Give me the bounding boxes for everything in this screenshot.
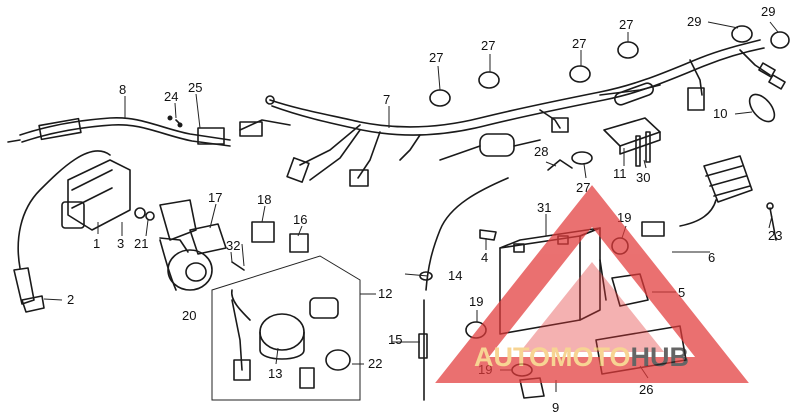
wire-harness xyxy=(239,39,786,187)
callout-2: 2 xyxy=(67,292,74,307)
callout-28: 28 xyxy=(534,144,548,159)
callout-21: 21 xyxy=(134,236,148,251)
callout-7: 7 xyxy=(383,92,390,107)
callout-22: 22 xyxy=(368,356,382,371)
callout-29-a: 29 xyxy=(687,14,701,29)
callout-23: 23 xyxy=(768,228,782,243)
callout-26: 26 xyxy=(639,382,653,397)
relays xyxy=(189,221,309,271)
fuse-box xyxy=(603,117,661,167)
callout-11: 11 xyxy=(613,166,627,181)
sub-harness xyxy=(7,115,231,147)
callout-17: 17 xyxy=(208,190,222,205)
callout-numbers: 8 24 25 7 1 2 3 21 17 18 16 32 20 12 13 … xyxy=(67,4,782,415)
harness-clamps xyxy=(429,25,790,171)
callout-3: 3 xyxy=(117,236,124,251)
callout-8: 8 xyxy=(119,82,126,97)
ignition-coil xyxy=(13,150,155,313)
callout-27-c: 27 xyxy=(572,36,586,51)
callout-29-b: 29 xyxy=(761,4,775,19)
callout-27-d: 27 xyxy=(619,17,633,32)
watermark-text-auto: AUTO xyxy=(474,342,550,372)
leader-lines xyxy=(43,21,779,392)
cable xyxy=(418,177,509,401)
callout-32: 32 xyxy=(226,238,240,253)
watermark-triangle-outer xyxy=(435,185,749,383)
callout-25: 25 xyxy=(188,80,202,95)
callout-12: 12 xyxy=(378,286,392,301)
callout-13: 13 xyxy=(268,366,282,381)
watermark-logo: AUTOMOTOHUB xyxy=(435,185,749,383)
callout-30: 30 xyxy=(636,170,650,185)
watermark-triangle-inner xyxy=(520,262,664,352)
callout-4: 4 xyxy=(481,250,488,265)
callout-27-b: 27 xyxy=(481,38,495,53)
callout-27-lower: 27 xyxy=(576,180,590,195)
callout-31: 31 xyxy=(537,200,551,215)
harness-components xyxy=(439,82,776,161)
callout-20: 20 xyxy=(182,308,196,323)
callout-15: 15 xyxy=(388,332,402,347)
callout-27-a: 27 xyxy=(429,50,443,65)
small-hardware xyxy=(175,119,183,128)
callout-18: 18 xyxy=(257,192,271,207)
callout-10: 10 xyxy=(713,106,727,121)
ignition-switch-box xyxy=(211,255,361,401)
callout-16: 16 xyxy=(293,212,307,227)
starter-relay-mount xyxy=(159,199,213,291)
callout-6: 6 xyxy=(708,250,715,265)
watermark-text-moto: MOTO xyxy=(550,342,631,372)
callout-5: 5 xyxy=(678,285,685,300)
svg-text:AUTOMOTOHUB: AUTOMOTOHUB xyxy=(474,342,689,372)
rectifier xyxy=(641,155,777,241)
callout-14: 14 xyxy=(448,268,462,283)
watermark-text-hub: HUB xyxy=(631,342,690,372)
callout-19-left: 19 xyxy=(469,294,483,309)
callout-24: 24 xyxy=(164,89,178,104)
callout-9: 9 xyxy=(552,400,559,415)
callout-1: 1 xyxy=(93,236,100,251)
